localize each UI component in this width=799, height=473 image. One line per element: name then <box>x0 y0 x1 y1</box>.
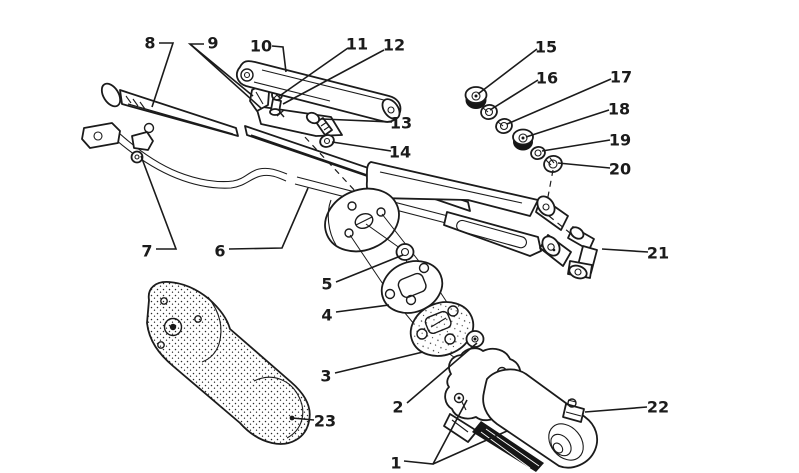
leader-line-3 <box>334 351 424 374</box>
leader-line-17 <box>506 78 612 125</box>
frame-bushing <box>535 195 569 231</box>
part-5-washer <box>395 243 415 261</box>
part-23-foam-cover <box>146 281 311 445</box>
part-oval-plate <box>324 187 400 253</box>
rod-clamp <box>131 131 154 151</box>
stack-axis-dashed <box>546 169 554 203</box>
leader-line-9 <box>189 43 263 110</box>
leader-line-15 <box>477 48 538 95</box>
callout-label-8: 8 <box>144 34 155 53</box>
callout-label-23: 23 <box>314 412 336 431</box>
clevis-end <box>81 122 121 149</box>
callout-label-18: 18 <box>608 100 630 119</box>
callout-label-10: 10 <box>250 37 272 56</box>
callout-label-11: 11 <box>346 35 368 54</box>
part-4-gasket <box>380 260 444 314</box>
leader-line-13 <box>321 118 393 123</box>
leader-line-2 <box>406 342 478 404</box>
callout-label-17: 17 <box>610 68 632 87</box>
callout-label-16: 16 <box>536 69 558 88</box>
callout-label-15: 15 <box>535 38 557 57</box>
part-22-clamp <box>562 398 585 423</box>
motor-body <box>482 368 598 469</box>
callout-label-20: 20 <box>609 160 631 179</box>
leader-line-7 <box>140 155 178 250</box>
callout-label-22: 22 <box>647 398 669 417</box>
part-21-crank-arm <box>567 226 598 280</box>
leader-line-5 <box>335 254 404 283</box>
callout-label-4: 4 <box>321 306 332 325</box>
callout-label-6: 6 <box>214 242 225 261</box>
leader-line-16 <box>489 79 539 111</box>
callout-label-14: 14 <box>389 143 411 162</box>
callout-label-19: 19 <box>609 131 631 150</box>
leader-line-19 <box>541 139 611 152</box>
part-18-nut <box>512 128 534 151</box>
part-17-washer <box>495 118 513 134</box>
leader-line-20 <box>557 162 611 169</box>
motor-dark-band <box>472 421 544 472</box>
part-13-bolt <box>305 111 333 136</box>
leader-line-18 <box>525 109 610 138</box>
mount-strap <box>443 413 478 443</box>
part-2-washer <box>465 330 485 348</box>
part-8-pivot-rod <box>100 82 239 137</box>
leader-line-22 <box>584 406 648 413</box>
clamp-ring <box>130 150 144 164</box>
part-14-washer <box>319 134 335 148</box>
callout-label-5: 5 <box>321 275 332 294</box>
callout-label-1: 1 <box>390 454 401 473</box>
callout-label-12: 12 <box>383 36 405 55</box>
ball-pin <box>143 122 155 134</box>
leader-line-12 <box>282 49 385 105</box>
leader-dot-23 <box>289 415 295 421</box>
leader-line-4 <box>335 304 390 313</box>
leader-line-8 <box>151 42 175 108</box>
leader-line-6 <box>228 187 309 250</box>
callout-label-7: 7 <box>141 242 152 261</box>
leader-line-14 <box>331 141 392 152</box>
leader-line-10 <box>271 45 287 73</box>
leader-line-11 <box>277 47 349 98</box>
part-1-wiper-motor <box>443 347 598 472</box>
part-19-washer <box>530 146 546 160</box>
callout-label-2: 2 <box>392 398 403 417</box>
part-3-gasket <box>409 301 475 357</box>
leader-line-21 <box>601 248 649 253</box>
leader-line-23 <box>291 417 315 421</box>
part-20-lock-washer <box>543 155 563 173</box>
assembly-axis-dashed <box>289 120 371 208</box>
callout-label-21: 21 <box>647 244 669 263</box>
callout-label-3: 3 <box>320 367 331 386</box>
callout-label-13: 13 <box>390 114 412 133</box>
part-10-link-arm <box>235 60 402 123</box>
callout-label-9: 9 <box>207 34 218 53</box>
leader-line-1 <box>432 430 508 465</box>
crank-axis-dashed <box>548 215 571 234</box>
part-slotted-arm <box>443 211 572 267</box>
